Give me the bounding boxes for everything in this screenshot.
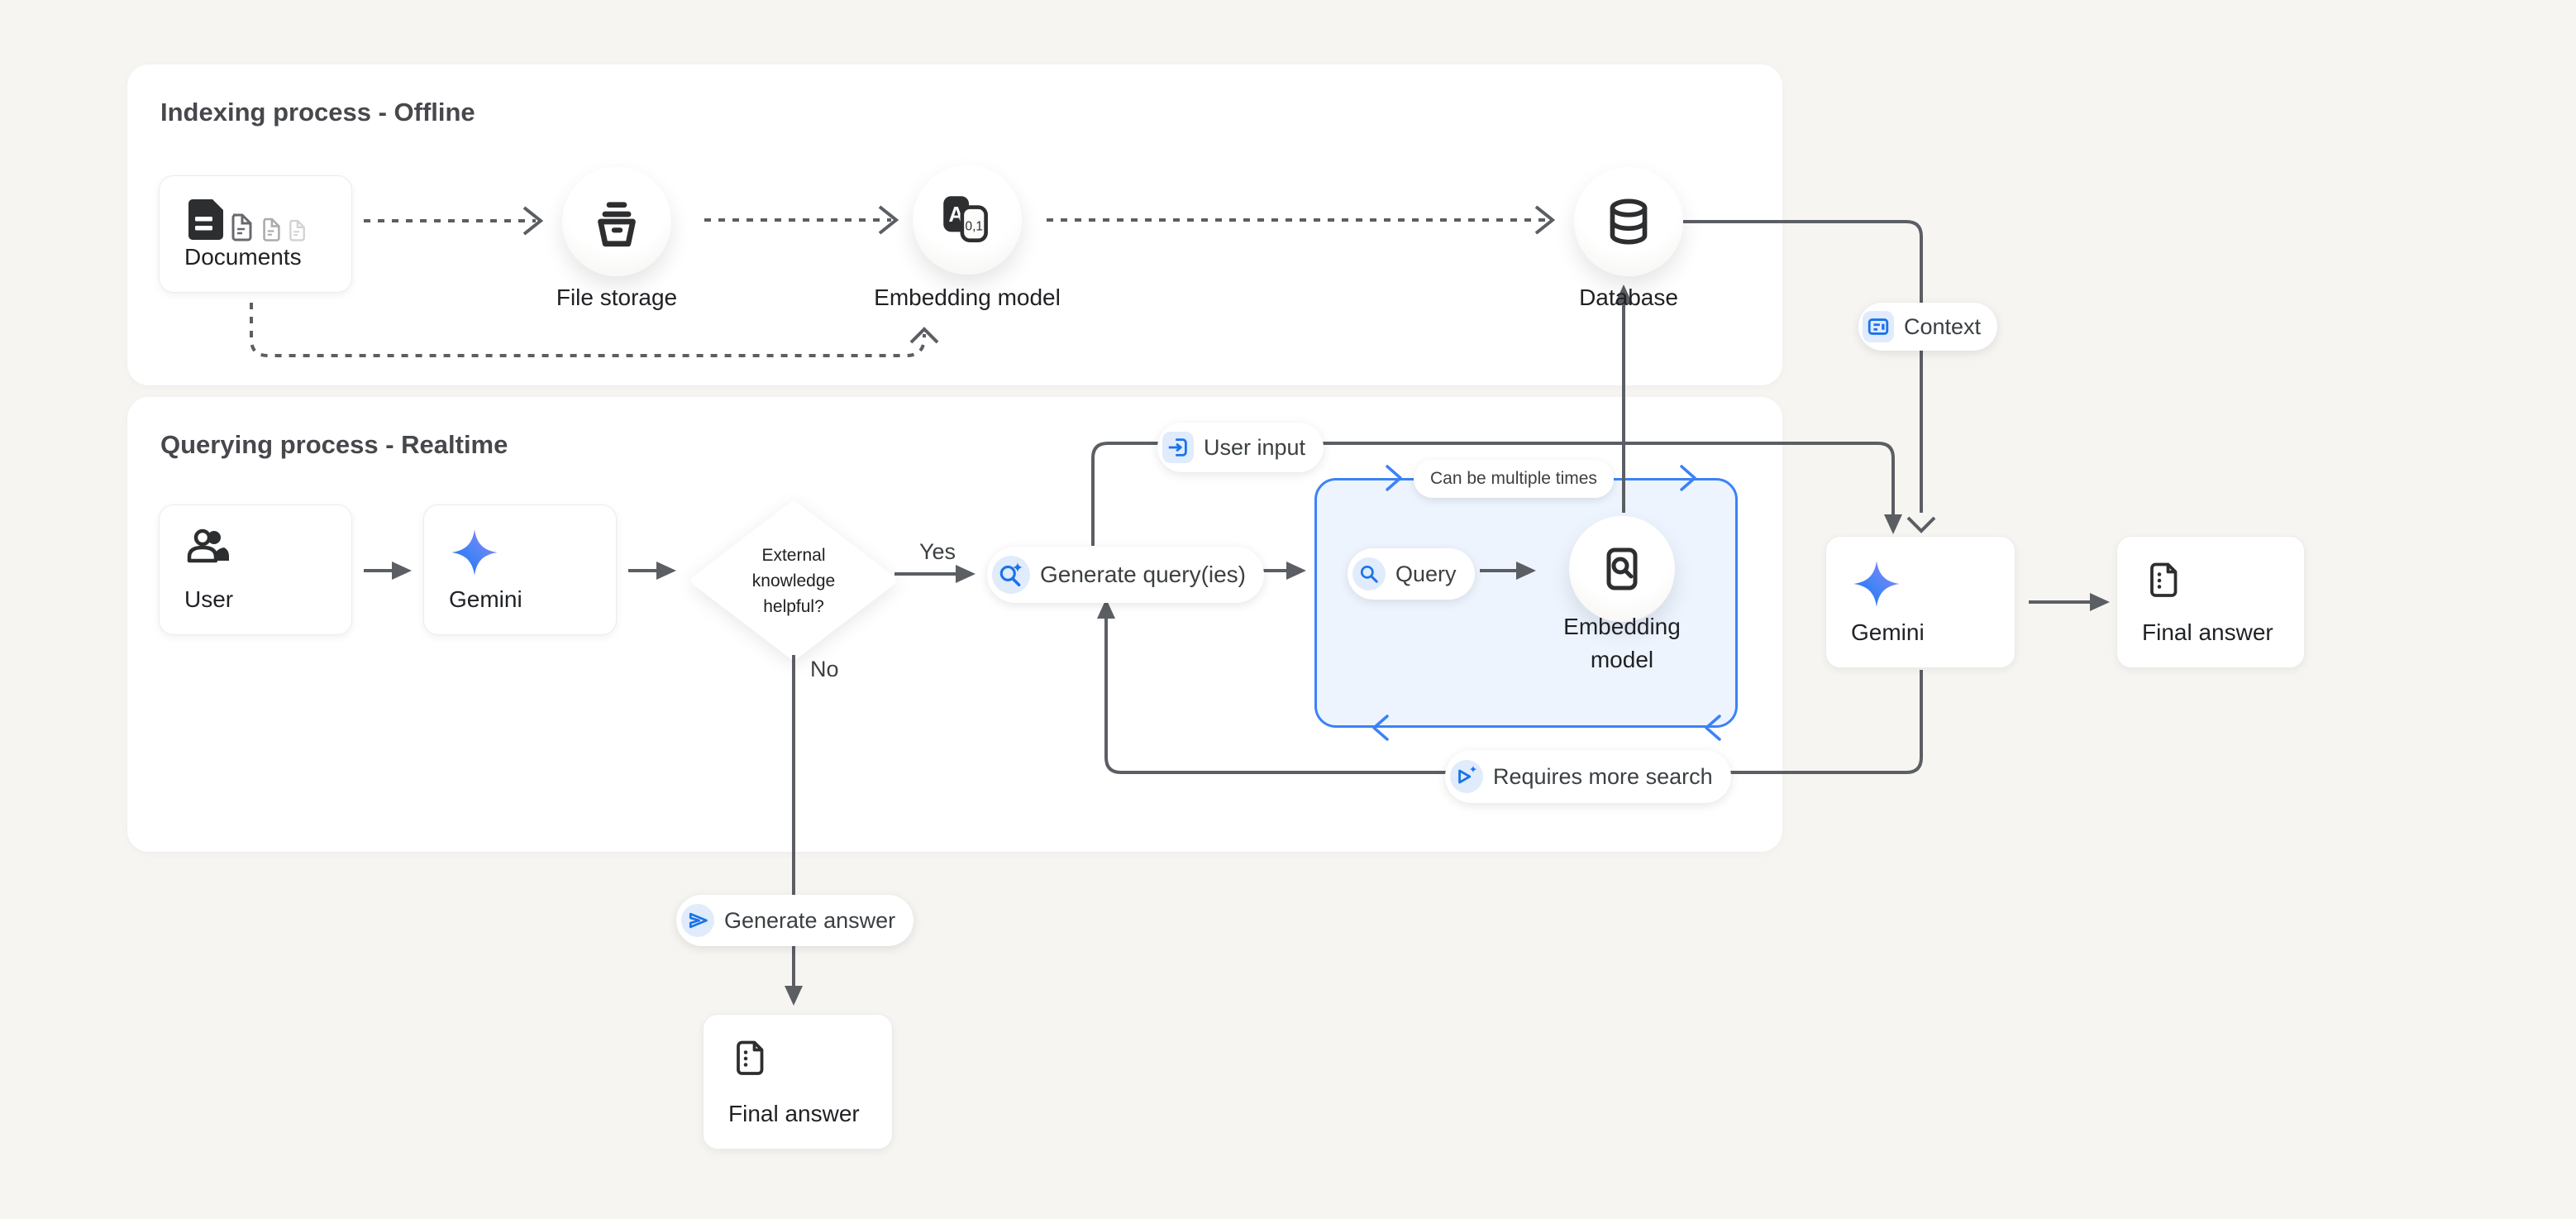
- svg-text:0,1: 0,1: [966, 219, 983, 233]
- documents-label: Documents: [184, 244, 327, 270]
- arrowhead-embedding-loop-node: [1516, 562, 1536, 580]
- file-storage-icon: [586, 191, 647, 252]
- gemini-right-label: Gemini: [1851, 619, 1990, 646]
- loop-chevron-bottom-left: [1374, 716, 1387, 739]
- arrowhead-context-gemini: [1908, 518, 1934, 531]
- gemini-label: Gemini: [449, 586, 591, 613]
- database-icon: [1598, 191, 1659, 252]
- send-icon: [686, 909, 709, 932]
- generate-answer-label: Generate answer: [724, 908, 895, 934]
- generate-answer-pill: Generate answer: [676, 895, 914, 946]
- can-be-multiple-times-pill: Can be multiple times: [1414, 460, 1614, 498]
- edge-context: [1683, 222, 1921, 513]
- embedding-model-loop-node: [1569, 516, 1675, 622]
- search-spark-icon: [997, 561, 1025, 589]
- loop-chevron-top-left: [1387, 466, 1400, 490]
- embedding-model-node: A 0,1: [913, 165, 1022, 275]
- user-input-label: User input: [1204, 435, 1305, 461]
- final-answer-icon: [2142, 558, 2187, 603]
- final-answer-bottom-card: Final answer: [703, 1014, 893, 1150]
- gemini-icon: [449, 527, 500, 578]
- final-answer-icon: [728, 1036, 773, 1081]
- arrowhead-decision: [656, 562, 676, 580]
- documents-card: Documents: [159, 175, 352, 293]
- embedding-model-icon: A 0,1: [937, 189, 998, 251]
- arrowhead-gemini-left: [392, 562, 412, 580]
- database-node: [1574, 167, 1683, 276]
- no-label: No: [810, 657, 839, 682]
- query-label: Query: [1395, 562, 1457, 587]
- arrowhead-final-bottom: [785, 986, 803, 1006]
- file-storage-node: [562, 167, 671, 276]
- loop-chevron-bottom-right: [1706, 716, 1720, 739]
- spark-forward-icon: [1454, 764, 1479, 789]
- generate-queries-icon-chip: [992, 556, 1030, 594]
- context-badge-label: Context: [1904, 314, 1981, 340]
- embedding-model-loop-label: Embedding model: [1490, 610, 1754, 676]
- decision-text: External knowledge helpful?: [694, 543, 893, 619]
- query-icon-chip: [1352, 557, 1386, 590]
- user-input-icon-chip: [1162, 432, 1194, 463]
- final-answer-right-card: Final answer: [2116, 536, 2305, 668]
- requires-more-search-pill: Requires more search: [1445, 750, 1731, 803]
- user-card: User: [159, 504, 352, 635]
- login-icon: [1166, 435, 1190, 460]
- final-answer-bottom-label: Final answer: [728, 1101, 867, 1127]
- querying-title: Querying process - Realtime: [160, 430, 508, 460]
- yes-label: Yes: [919, 539, 956, 565]
- generate-answer-icon-chip: [681, 904, 714, 937]
- requires-more-search-label: Requires more search: [1493, 764, 1713, 790]
- context-icon-chip: [1863, 311, 1894, 342]
- search-icon: [1357, 562, 1381, 586]
- gemini-icon: [1851, 558, 1902, 610]
- documents-icon: [184, 198, 317, 244]
- arrowhead-generate-queries: [956, 565, 976, 583]
- user-input-badge: User input: [1157, 423, 1324, 472]
- requires-more-search-icon-chip: [1450, 760, 1483, 793]
- generate-queries-pill: Generate query(ies): [987, 547, 1264, 603]
- file-storage-label: File storage: [484, 284, 749, 311]
- loop-chevron-top-right: [1682, 466, 1695, 490]
- generate-queries-label: Generate query(ies): [1040, 562, 1246, 588]
- document-search-icon: [1592, 539, 1652, 599]
- user-icon: [184, 527, 231, 563]
- arrowhead-userinput-gemini: [1884, 514, 1902, 534]
- gemini-right-card: Gemini: [1825, 536, 2015, 668]
- gemini-card: Gemini: [423, 504, 617, 635]
- context-badge: Context: [1858, 303, 1997, 351]
- user-label: User: [184, 586, 327, 613]
- embedding-model-label: Embedding model: [835, 284, 1100, 311]
- indexing-title: Indexing process - Offline: [160, 98, 475, 127]
- arrowhead-final-right: [2090, 593, 2110, 611]
- context-icon: [1866, 314, 1891, 339]
- query-pill: Query: [1348, 548, 1475, 600]
- arrowhead-loopbox: [1286, 562, 1306, 580]
- final-answer-right-label: Final answer: [2142, 619, 2279, 646]
- database-label: Database: [1496, 284, 1761, 311]
